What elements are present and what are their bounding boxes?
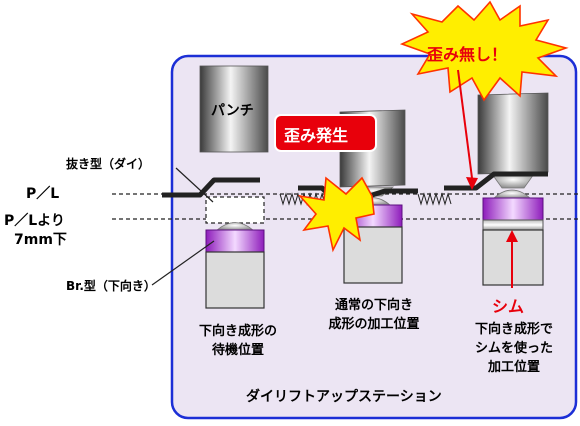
distortion-occurs-label: 歪み発生 [284,126,349,145]
caption-right-line2: シムを使った [474,341,553,356]
shim-label: シム [492,297,525,316]
br-die-label: Br.型（下向き） [66,279,156,293]
caption-right-line1: 下向き成形で [474,322,553,337]
caption-middle-line2: 成形の加工位置 [328,317,420,332]
station-title: ダイリフトアップステーション [246,389,442,405]
caption-middle: 通常の下向き 成形の加工位置 [314,296,434,334]
br-die-left [205,229,265,253]
br-die-right [482,197,544,221]
lifter-middle [343,226,403,284]
punch-label: パンチ [211,103,254,119]
punch-right [477,92,549,175]
caption-middle-line1: 通常の下向き [334,298,413,313]
no-distortion-arrow [457,69,473,179]
br-die-leader-line [151,240,215,286]
caption-left-line2: 待機位置 [211,343,264,358]
caption-left: 下向き成形の 待機位置 [190,322,286,360]
no-distortion-label: 歪み無し！ [427,45,508,64]
caption-right: 下向き成形で シムを使った 加工位置 [458,320,570,377]
lifter-left [205,251,265,309]
die-label: 抜き型（ダイ） [66,157,151,171]
no-distortion-burst [399,0,569,102]
shim-plate [482,219,544,231]
sheet-left [162,177,260,198]
die-outline-left [205,196,265,224]
distortion-label-box [274,114,377,152]
caption-left-line1: 下向き成形の [198,324,277,339]
sheet-gap-right [417,192,452,206]
pl-below-label-line2: 7mm下 [14,232,67,248]
caption-right-line3: 加工位置 [487,360,540,375]
pl-label: P／L [26,186,60,202]
sheet-right [444,171,548,191]
shim-arrowhead [506,230,518,242]
die-leader-line [175,167,214,203]
distortion-burst-small [297,176,375,253]
punch-left [199,65,269,153]
pl-below-label-line1: P／Lより [4,213,65,229]
no-distortion-arrowhead [466,177,478,190]
